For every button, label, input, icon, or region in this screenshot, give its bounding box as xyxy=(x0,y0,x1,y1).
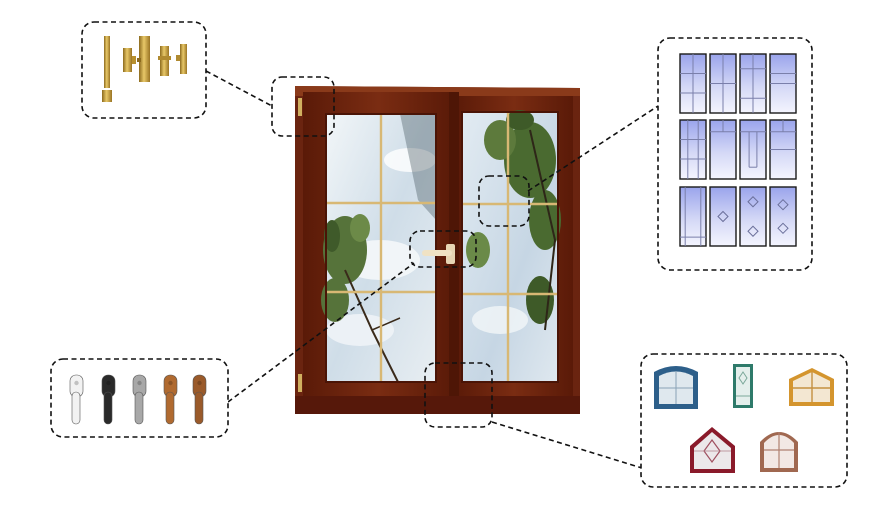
left-glass-border xyxy=(325,113,437,383)
connector-lines xyxy=(205,70,659,469)
pane-pattern-icon xyxy=(679,53,707,114)
pentagon-window-red-icon xyxy=(690,427,735,473)
connector-handles xyxy=(227,262,415,403)
callout-hinges xyxy=(81,21,207,119)
pane-pattern-icon xyxy=(709,186,737,247)
window-handle-icons xyxy=(69,374,207,425)
arched-window-brown-icon xyxy=(760,432,798,472)
frame-hinge-top xyxy=(298,98,302,116)
focus-markers xyxy=(271,76,530,428)
pane-pattern-icon xyxy=(769,119,797,180)
tall-window-green-icon xyxy=(733,364,753,408)
left-foliage xyxy=(321,214,370,322)
focus-glazing-area xyxy=(478,175,530,227)
gable-window-orange-icon xyxy=(789,368,834,406)
window-handle-icon xyxy=(163,374,178,425)
pane-pattern-icon xyxy=(679,119,707,180)
pane-pattern-icon xyxy=(739,186,767,247)
hinge-icon xyxy=(139,36,150,82)
arched-window-blue-icon xyxy=(654,366,698,409)
connector-window-shapes xyxy=(491,421,643,469)
hinge-icon xyxy=(104,36,110,88)
right-glazing-bars xyxy=(462,112,558,382)
window-handle-icon xyxy=(132,374,147,425)
window-pane-pattern-icons xyxy=(679,53,797,247)
center-mullion xyxy=(449,92,459,396)
pane-pattern-icon xyxy=(709,53,737,114)
focus-frame-area xyxy=(424,362,493,428)
left-glass xyxy=(321,114,436,383)
callout-glazing-patterns xyxy=(657,37,813,271)
pane-pattern-icon xyxy=(709,119,737,180)
window-handle[interactable] xyxy=(422,244,455,264)
pane-pattern-icon xyxy=(769,53,797,114)
hinge-icon xyxy=(180,44,187,74)
window-handle-icon xyxy=(69,374,84,425)
connector-glazing-patterns xyxy=(527,105,659,192)
window-handle-icon xyxy=(192,374,207,425)
focus-hinge-area xyxy=(271,76,335,137)
hinge-icon xyxy=(123,48,132,72)
callout-window-shapes xyxy=(640,353,848,488)
pane-pattern-icon xyxy=(769,186,797,247)
right-glass-border xyxy=(461,111,559,383)
focus-handle-area xyxy=(409,230,477,268)
pane-pattern-icon xyxy=(739,53,767,114)
main-window xyxy=(295,86,580,414)
right-glass xyxy=(462,110,561,382)
frame-hinge-bottom xyxy=(298,374,302,392)
connector-hinges xyxy=(205,70,273,107)
window-shape-icons xyxy=(654,364,834,473)
window-handle-icon xyxy=(101,374,116,425)
hinge-icon xyxy=(160,46,169,76)
left-glazing-bars xyxy=(326,114,436,382)
hinge-icon xyxy=(102,90,112,102)
brass-hinge-icons xyxy=(102,36,187,102)
pane-pattern-icon xyxy=(679,186,707,247)
callout-handles xyxy=(50,358,229,438)
window-frame-bottom-sill xyxy=(295,396,580,414)
pane-pattern-icon xyxy=(739,119,767,180)
